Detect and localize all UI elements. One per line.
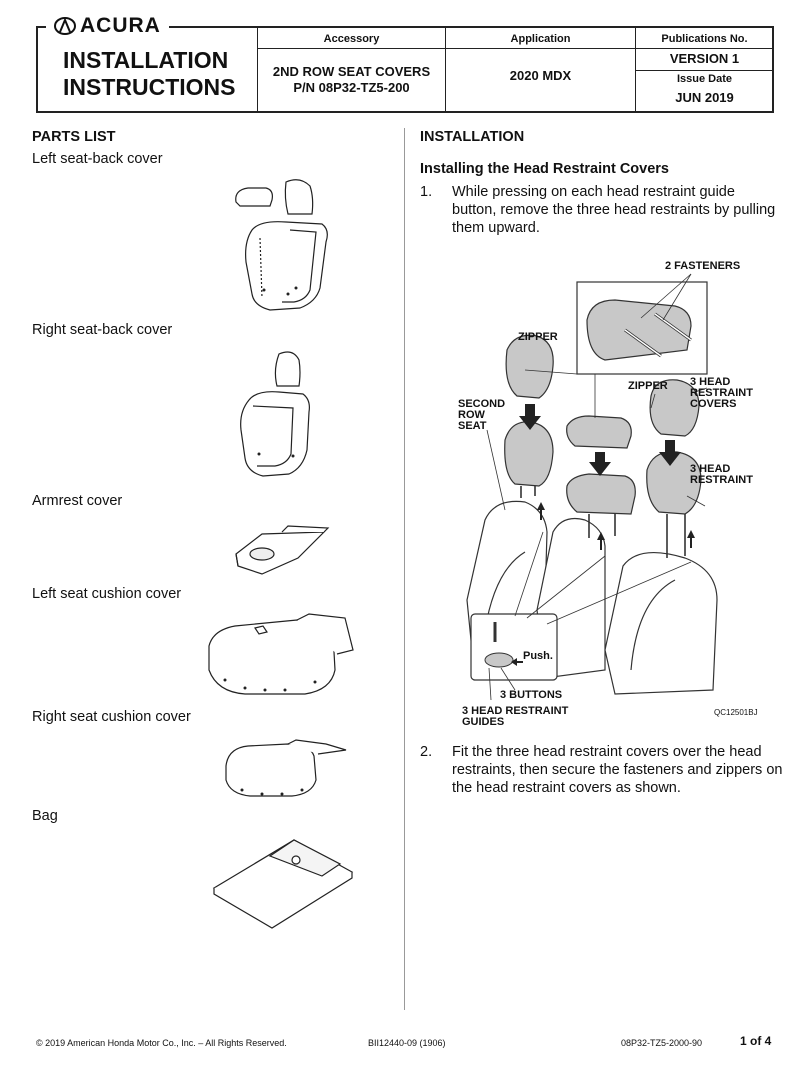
header-divider <box>635 28 636 112</box>
application-value: 2020 MDX <box>509 68 572 83</box>
step-text: Fit the three head restraint covers over… <box>452 744 783 796</box>
accessory-value: 2ND ROW SEAT COVERS P/N 08P32-TZ5-200 <box>272 64 431 95</box>
step-number: 1. <box>420 184 433 200</box>
part-right-seat-cushion-cover: Right seat cushion cover <box>32 709 191 725</box>
head-restraint-cover-3 <box>649 379 700 437</box>
installation-heading: INSTALLATION <box>420 129 525 145</box>
label-zipper-left: ZIPPER <box>518 331 558 343</box>
step-1: 1. While pressing on each head restraint… <box>420 183 790 243</box>
parts-list-heading: PARTS LIST <box>32 129 116 145</box>
issue-date-label: Issue Date <box>676 73 733 85</box>
part-left-seat-cushion-cover: Left seat cushion cover <box>32 586 182 602</box>
armrest-cover-illustration <box>235 525 330 575</box>
part-bag: Bag <box>32 808 58 824</box>
left-seat-back-cover-illustration <box>235 179 328 311</box>
column-divider <box>404 128 405 1010</box>
part-code: 08P32-TZ5-2000-90 <box>621 1038 703 1048</box>
acura-logo-icon <box>54 17 76 35</box>
figure-code: QC12501BJ <box>714 708 758 717</box>
document-id: BII12440-09 (1906) <box>368 1038 446 1048</box>
part-armrest-cover: Armrest cover <box>32 493 123 509</box>
step-number: 2. <box>420 744 433 760</box>
brand-logo: ACURA <box>46 14 169 38</box>
label-buttons: 3 BUTTONS <box>500 689 563 701</box>
copyright: © 2019 American Honda Motor Co., Inc. – … <box>36 1038 287 1048</box>
header-divider <box>636 70 773 71</box>
label-second-row-seat: SECOND ROW SEAT <box>458 398 506 432</box>
application-label: Application <box>510 33 571 45</box>
label-head-restraint-covers: 3 HEAD RESTRAINT COVERS <box>690 376 753 410</box>
publications-label: Publications No. <box>661 33 748 45</box>
step-text: While pressing on each head restraint gu… <box>452 184 776 236</box>
head-restraint-diagram <box>466 273 718 701</box>
page-number: 1 of 4 <box>740 1034 772 1048</box>
label-push: Push. <box>523 650 553 662</box>
part-left-seat-back-cover: Left seat-back cover <box>32 151 163 167</box>
header-box <box>36 26 774 113</box>
button-inset <box>470 613 558 681</box>
issue-date-value: JUN 2019 <box>675 90 734 105</box>
head-restraint-1 <box>504 421 554 487</box>
label-fasteners: 2 FASTENERS <box>665 260 741 272</box>
header-divider <box>445 28 446 112</box>
publications-value: VERSION 1 <box>669 51 740 66</box>
right-seat-back-cover-illustration <box>240 351 310 477</box>
accessory-label: Accessory <box>323 33 380 45</box>
label-head-restraint-guides: 3 HEAD RESTRAINT GUIDES <box>462 705 569 728</box>
label-head-restraint: 3 HEAD RESTRAINT <box>690 463 753 486</box>
bag-illustration <box>212 839 354 929</box>
part-right-seat-back-cover: Right seat-back cover <box>32 322 173 338</box>
installation-subheading: Installing the Head Restraint Covers <box>420 161 669 177</box>
left-seat-cushion-cover-illustration <box>208 613 354 695</box>
right-seat-cushion-cover-illustration <box>225 739 347 797</box>
seat-back-right <box>604 552 718 695</box>
header-divider <box>258 48 773 49</box>
label-zipper-right: ZIPPER <box>628 380 668 392</box>
page-title: INSTALLATION INSTRUCTIONS <box>63 47 236 100</box>
head-restraint-cover-1 <box>505 334 554 399</box>
step-2: 2. Fit the three head restraint covers o… <box>420 743 790 803</box>
head-restraint-cover-2 <box>566 415 632 449</box>
brand-name: ACURA <box>80 14 161 37</box>
head-restraint-2 <box>566 473 636 515</box>
header-divider <box>257 28 258 112</box>
